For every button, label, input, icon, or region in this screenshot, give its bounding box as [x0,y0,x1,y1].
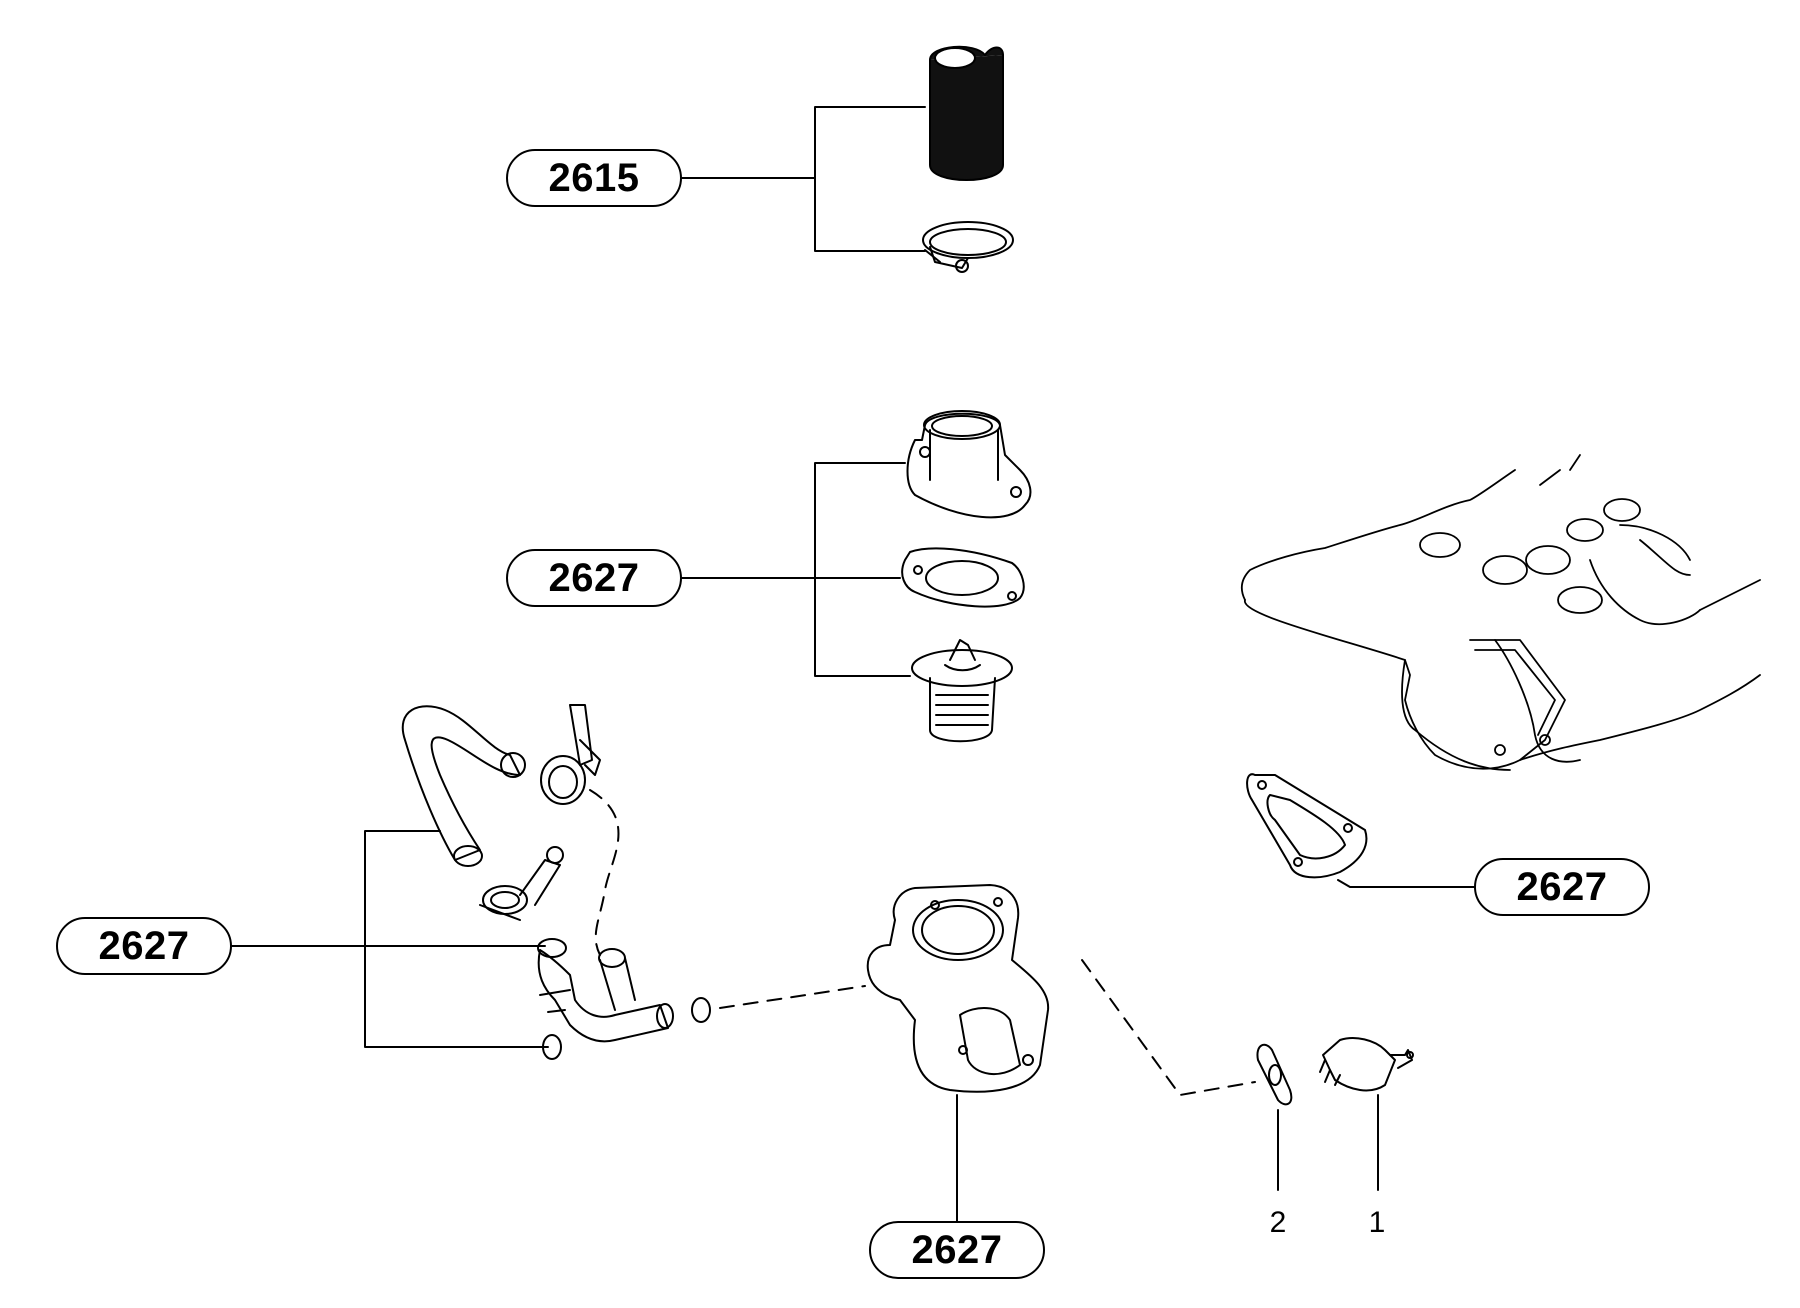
water-pipe [537,938,711,1060]
housing-gasket [1246,773,1368,879]
callout-2627-housing-gasket[interactable]: 2627 [1474,858,1650,916]
thermostat [911,639,1013,743]
thermostat-gasket [901,547,1025,608]
dashed-lines [589,789,1256,1096]
callout-2615-hose-kit[interactable]: 2615 [506,149,682,207]
engine-block [1240,454,1761,771]
callout-2627-thermostat-kit[interactable]: 2627 [506,549,682,607]
item-number-sensor: 1 [1368,1206,1386,1239]
bypass-hose [401,705,526,867]
small-hose-clamps [479,704,601,921]
thermostat-housing [866,884,1050,1093]
hose-clamp [922,221,1014,273]
thermostat-cover [906,410,1032,519]
callout-2627-thermostat-housing[interactable]: 2627 [869,1221,1045,1279]
callout-2627-bypass-hose-kit[interactable]: 2627 [56,917,232,975]
temperature-sensor [1319,1037,1414,1092]
item-number-washer: 2 [1269,1206,1287,1239]
washer [1256,1043,1293,1106]
leader-lines [231,106,1475,1222]
radiator-hose [929,45,1004,181]
